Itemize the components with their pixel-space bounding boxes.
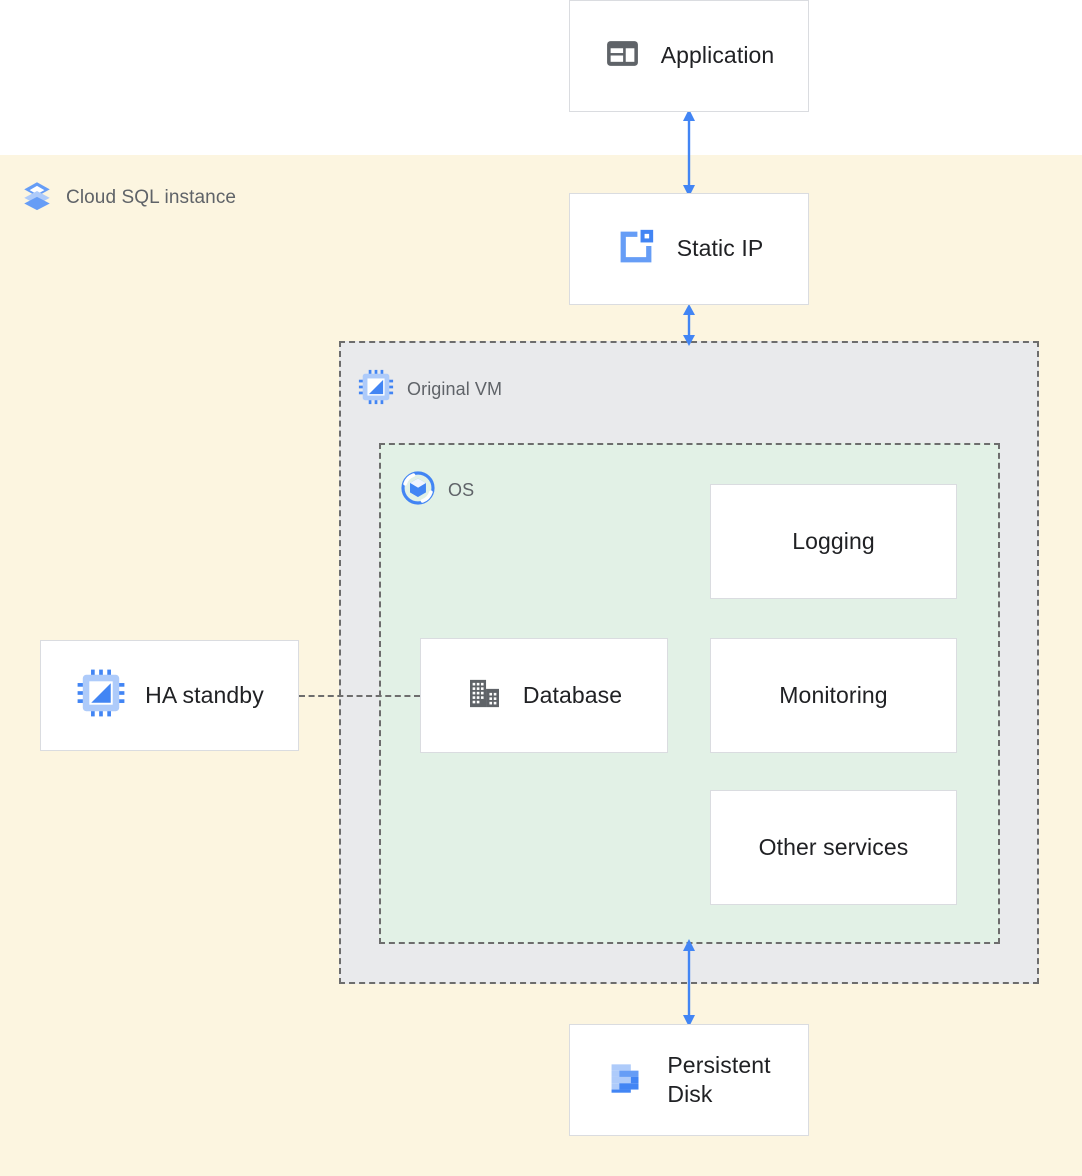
node-label: HA standby [145, 681, 264, 708]
os-circle-cube-icon [400, 470, 436, 511]
static-ip-icon [615, 226, 657, 273]
region-label-text: Original VM [407, 379, 503, 399]
cloud-sql-icon [20, 178, 54, 217]
node-label: Database [522, 681, 623, 708]
node-label: Monitoring [779, 681, 888, 708]
connector-os-to-persistent-disk [683, 939, 695, 1027]
region-label-original-vm: Original VM [357, 368, 502, 411]
node-label: Application [660, 42, 775, 69]
application-window-icon [604, 35, 641, 77]
node-application[interactable]: Application [569, 0, 809, 112]
node-label-line2: Disk [667, 1081, 713, 1107]
node-logging[interactable]: Logging [710, 484, 957, 599]
node-database[interactable]: Database [420, 638, 668, 753]
node-label: Other services [758, 833, 909, 860]
region-label-os: OS [400, 470, 474, 511]
region-label-text: Cloud SQL instance [66, 186, 237, 208]
node-label-line1: Persistent [667, 1051, 771, 1078]
connector-application-to-static-ip [683, 109, 695, 197]
database-building-icon [466, 675, 503, 717]
node-label: Static IP [676, 235, 764, 262]
node-label: Logging [792, 527, 875, 554]
cpu-chip-icon [75, 667, 127, 724]
node-other-services[interactable]: Other services [710, 790, 957, 905]
connector-ha-standby-to-database [299, 695, 420, 697]
node-monitoring[interactable]: Monitoring [710, 638, 957, 753]
persistent-disk-icon [607, 1057, 649, 1104]
region-label-text: OS [448, 480, 475, 500]
connector-static-ip-to-original-vm [683, 304, 695, 346]
cpu-chip-icon [357, 368, 395, 411]
node-ha-standby[interactable]: HA standby [40, 640, 299, 751]
node-static-ip[interactable]: Static IP [569, 193, 809, 305]
region-label-cloud-sql-instance: Cloud SQL instance [20, 178, 236, 217]
